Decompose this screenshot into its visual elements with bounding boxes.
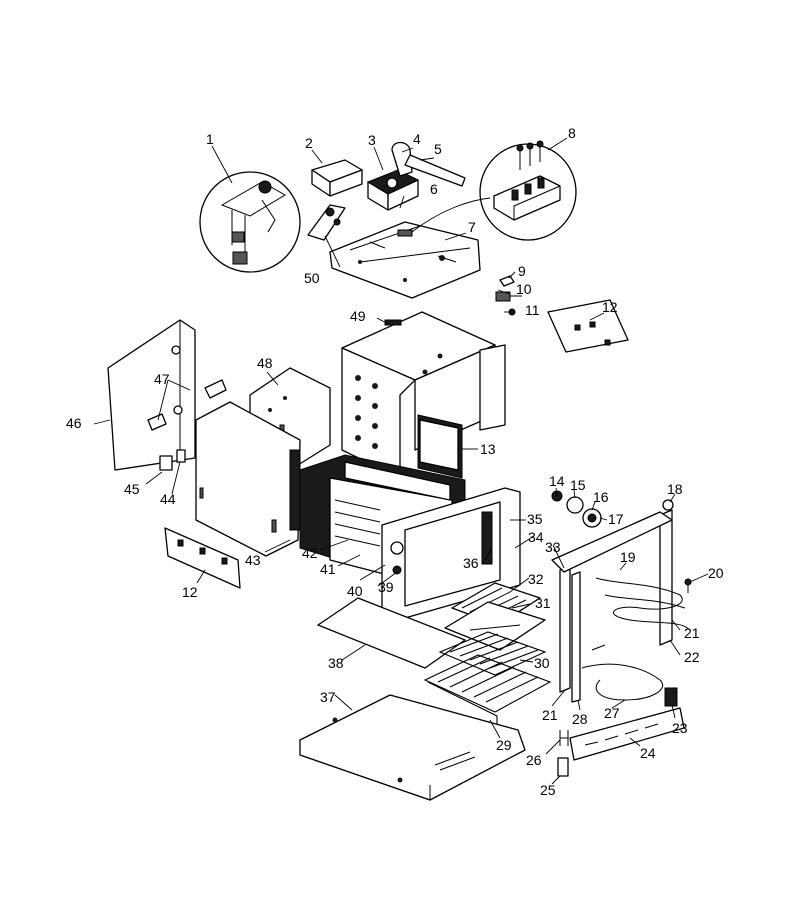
part-7-top-plate [329, 221, 481, 299]
part-37-base-panel [299, 694, 526, 801]
callout-36: 36 [463, 555, 479, 571]
callout-45: 45 [124, 481, 140, 497]
part-47-clips [147, 379, 227, 431]
callout-50: 50 [304, 270, 320, 286]
callout-30: 30 [534, 655, 550, 671]
parts-18-21-rails [559, 499, 674, 703]
detail-circle-motor [199, 171, 301, 273]
callout-46: 46 [66, 415, 82, 431]
part-23-connector [664, 687, 678, 707]
part-24-trim [569, 707, 685, 761]
part-5-tube [391, 141, 466, 187]
callout-35: 35 [527, 511, 543, 527]
callout-12-left: 12 [182, 584, 198, 600]
callout-13: 13 [480, 441, 496, 457]
callout-8: 8 [568, 125, 576, 141]
part-2-cover [311, 159, 363, 197]
callout-43: 43 [245, 552, 261, 568]
wrapper-holes [355, 353, 443, 449]
callout-2: 2 [305, 135, 313, 151]
part-38-bottom-plate [317, 597, 466, 669]
callout-27: 27 [604, 705, 620, 721]
parts-29-30-racks [423, 631, 552, 728]
callout-39: 39 [378, 579, 394, 595]
callout-20: 20 [708, 565, 724, 581]
part-19-frame [551, 511, 673, 573]
callout-12-right: 12 [602, 299, 618, 315]
callout-19: 19 [620, 549, 636, 565]
callout-47: 47 [154, 371, 170, 387]
callout-23: 23 [672, 720, 688, 736]
callout-37: 37 [320, 689, 336, 705]
part-12-right-bracket [547, 299, 629, 353]
callout-21-left: 21 [542, 707, 558, 723]
callout-26: 26 [526, 752, 542, 768]
part-46-rear-panel [107, 319, 196, 471]
callout-49: 49 [350, 308, 366, 324]
callout-48: 48 [257, 355, 273, 371]
motor-bracket [307, 204, 346, 241]
part-22-broil-element [595, 577, 691, 631]
leader-lines [93, 137, 709, 785]
callout-15: 15 [570, 477, 586, 493]
callout-4: 4 [413, 131, 421, 147]
callout-32: 32 [528, 571, 544, 587]
callout-16: 16 [593, 489, 609, 505]
part-13-insulation [417, 414, 463, 479]
detail-circle-terminal [479, 140, 577, 241]
parts-44-45-clips [159, 449, 186, 471]
callout-24: 24 [640, 745, 656, 761]
callout-25: 25 [540, 782, 556, 798]
callout-10: 10 [516, 281, 532, 297]
callout-17: 17 [608, 511, 624, 527]
callout-14: 14 [549, 473, 565, 489]
part-3-fan-housing [366, 169, 420, 211]
callout-9: 9 [518, 263, 526, 279]
callout-42: 42 [302, 545, 318, 561]
callout-3: 3 [368, 132, 376, 148]
callout-38: 38 [328, 655, 344, 671]
callout-44: 44 [160, 491, 176, 507]
callout-5: 5 [434, 141, 442, 157]
callout-28: 28 [572, 711, 588, 727]
callout-34: 34 [528, 529, 544, 545]
callout-21-right: 21 [684, 625, 700, 641]
parts-25-26-hinge [557, 730, 569, 777]
callout-33: 33 [545, 539, 561, 555]
part-20-screw [684, 578, 692, 593]
callout-11: 11 [525, 302, 540, 318]
callout-31: 31 [535, 595, 551, 611]
callout-1: 1 [206, 131, 214, 147]
part-12-left-bracket [164, 527, 241, 589]
callout-6: 6 [430, 181, 438, 197]
callout-41: 41 [320, 561, 336, 577]
parts-31-32-broil-pan [444, 582, 546, 651]
callout-40: 40 [347, 583, 363, 599]
callout-22: 22 [684, 649, 700, 665]
callout-18: 18 [667, 481, 683, 497]
part-27-bake-element [581, 644, 663, 701]
callout-numbers: 1 2 3 4 5 6 7 8 9 10 11 12 12 13 14 15 1… [66, 125, 724, 798]
callout-29: 29 [496, 737, 512, 753]
callout-7: 7 [468, 219, 476, 235]
